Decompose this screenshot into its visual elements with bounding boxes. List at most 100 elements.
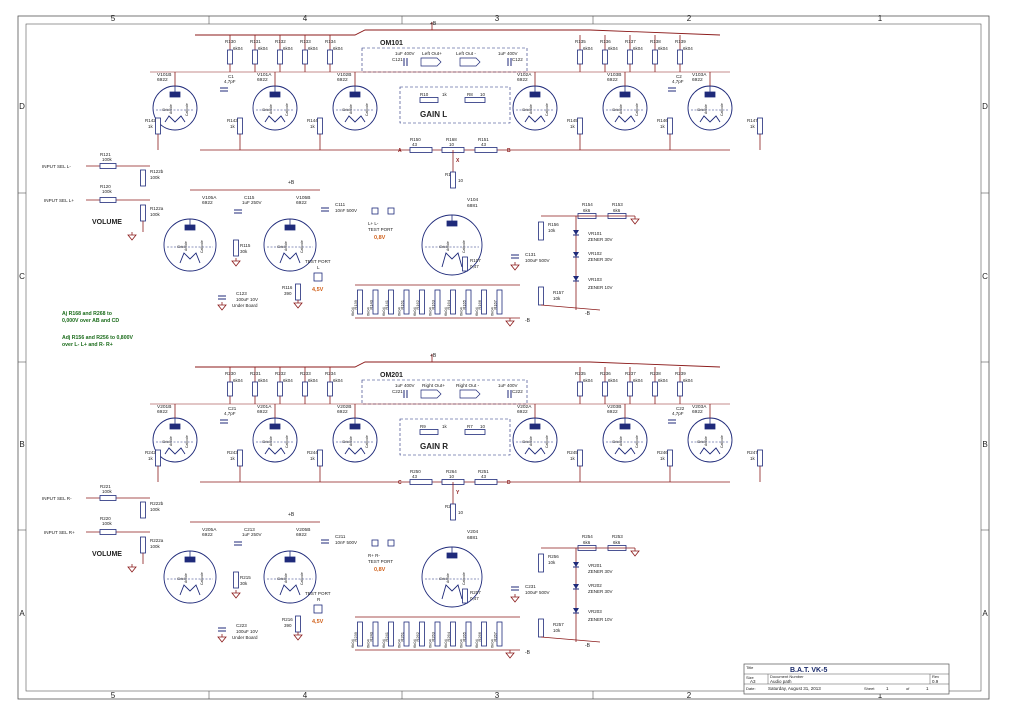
- size-value: A3: [750, 679, 756, 684]
- row-label-left: D: [19, 102, 25, 111]
- tube-anode: [704, 91, 716, 98]
- tube-anode: [284, 556, 296, 563]
- tube-ref: V203A: [692, 404, 707, 410]
- tube-cathode: [264, 447, 286, 455]
- resistor-ref: R267: [493, 631, 498, 641]
- resistor-value: 1k: [570, 456, 576, 461]
- resistor-ref: R240: [369, 631, 374, 641]
- zener-ref: VR202: [588, 583, 602, 588]
- ground-icon: [127, 234, 137, 241]
- input-resistor: [99, 529, 117, 535]
- resistor-value: 1k: [230, 456, 236, 461]
- tube-grid-label: Grid: [177, 576, 185, 581]
- column-label-top: 1: [878, 14, 883, 23]
- zener-value: ZENER 10V: [588, 617, 613, 622]
- resistor-value: 1k: [230, 124, 236, 129]
- resistor-value: 1k: [148, 124, 154, 129]
- resistor-ref: R230: [225, 371, 236, 376]
- capacitor-value: 100uF 500V: [525, 590, 550, 595]
- tube-anode-label: Anode: [704, 104, 708, 114]
- volume-pot: [140, 536, 146, 554]
- sheet-label: Sheet: [864, 686, 875, 691]
- tube-ref: V103B: [607, 72, 621, 78]
- ground-icon: [127, 566, 137, 573]
- volume-label: VOLUME: [92, 219, 122, 226]
- bank-resistor: [434, 621, 441, 647]
- resistor-ref: R261: [400, 631, 405, 641]
- tube-type: 6922: [257, 77, 268, 83]
- balance-resistor: [474, 479, 498, 485]
- zener-diode-icon: [573, 584, 579, 589]
- tube-anode: [184, 224, 196, 231]
- tube-type: 6922: [692, 77, 703, 83]
- volume-pot: [140, 501, 146, 519]
- capacitor-ref: C22: [676, 406, 685, 411]
- tube-cathode-label: Cathode: [545, 103, 549, 116]
- bank-resistor: [403, 621, 410, 647]
- zener-ref: VR101: [588, 231, 602, 236]
- rev-label: Rev: [932, 674, 939, 679]
- tube-anode-label: Anode: [269, 436, 273, 446]
- capacitor-value: 4,7pF: [672, 411, 684, 416]
- resistor-value: 6k04: [658, 46, 668, 51]
- resistor-ref: R241: [384, 631, 389, 641]
- resistor-ref: R257: [553, 622, 564, 627]
- ground-icon: [630, 218, 640, 225]
- positive-supply-rail: [434, 29, 721, 36]
- bank-resistor: [434, 289, 441, 315]
- bank-resistor: [357, 289, 363, 315]
- bank-resistor: [372, 621, 379, 647]
- resistor-ref: R168: [446, 137, 457, 142]
- tube-anode: [529, 423, 541, 430]
- tube-cathode: [524, 447, 546, 455]
- tube-type: 6922: [157, 409, 168, 415]
- tube-cathode-label: Cathode: [185, 103, 189, 116]
- test-port-label: R: [317, 597, 321, 602]
- capacitor-ref: C2: [676, 74, 682, 79]
- tube-anode-label: Anode: [269, 104, 273, 114]
- zener-ref: VR201: [588, 563, 602, 568]
- tube-anode-label: Anode: [349, 436, 353, 446]
- bank-resistor: [419, 289, 425, 315]
- resistor-ref: R141: [384, 299, 389, 309]
- cathode-resistor: [462, 588, 468, 604]
- plate-resistor: [602, 381, 608, 397]
- ground-icon: [510, 596, 520, 603]
- gain-resistor: [464, 429, 486, 435]
- resistor-ref: R147: [747, 118, 758, 123]
- resistor-ref: R133: [300, 39, 311, 44]
- tube-cathode: [279, 584, 301, 596]
- input-resistor: [99, 495, 117, 501]
- resistor-value: 1k: [660, 124, 666, 129]
- resistor-value: 10: [458, 510, 464, 515]
- resistor-ref: R139: [353, 299, 358, 309]
- volume-label: VOLUME: [92, 551, 122, 558]
- output-connector-icon: [420, 57, 442, 67]
- resistor-value: 390: [284, 623, 292, 628]
- resistor-value: 100k: [150, 175, 161, 180]
- ground-icon: [505, 320, 515, 327]
- plate-resistor: [627, 381, 633, 397]
- tube-anode-label: Anode: [284, 573, 288, 583]
- resistor-ref: R8: [467, 92, 473, 97]
- output-module-label: OM101: [380, 40, 403, 47]
- test-port-label: R+ R-: [368, 553, 380, 558]
- tube-type: 6922: [202, 532, 213, 538]
- tube-anode-label: Anode: [446, 573, 450, 583]
- tube-ref: V101A: [257, 72, 272, 78]
- row-label-right: A: [982, 609, 988, 618]
- capacitor-value: 100uF 10V: [236, 297, 258, 302]
- tube-type: 6922: [257, 409, 268, 415]
- tube-grid-label: Grid: [342, 439, 350, 444]
- tube-type: 6922: [202, 200, 213, 206]
- resistor-value: 6k04: [412, 639, 417, 648]
- resistor-ref: R134: [325, 39, 336, 44]
- of-value: 1: [926, 686, 929, 691]
- resistor-value: 6k04: [381, 307, 386, 316]
- tube-grid-label: Grid: [697, 439, 705, 444]
- output-connector-icon: [459, 389, 481, 399]
- tube-ref: V201A: [257, 404, 272, 410]
- grid-resistor: [155, 117, 161, 135]
- resistor-ref: R239: [353, 631, 358, 641]
- capacitor-value: 1uF 400V: [395, 51, 415, 56]
